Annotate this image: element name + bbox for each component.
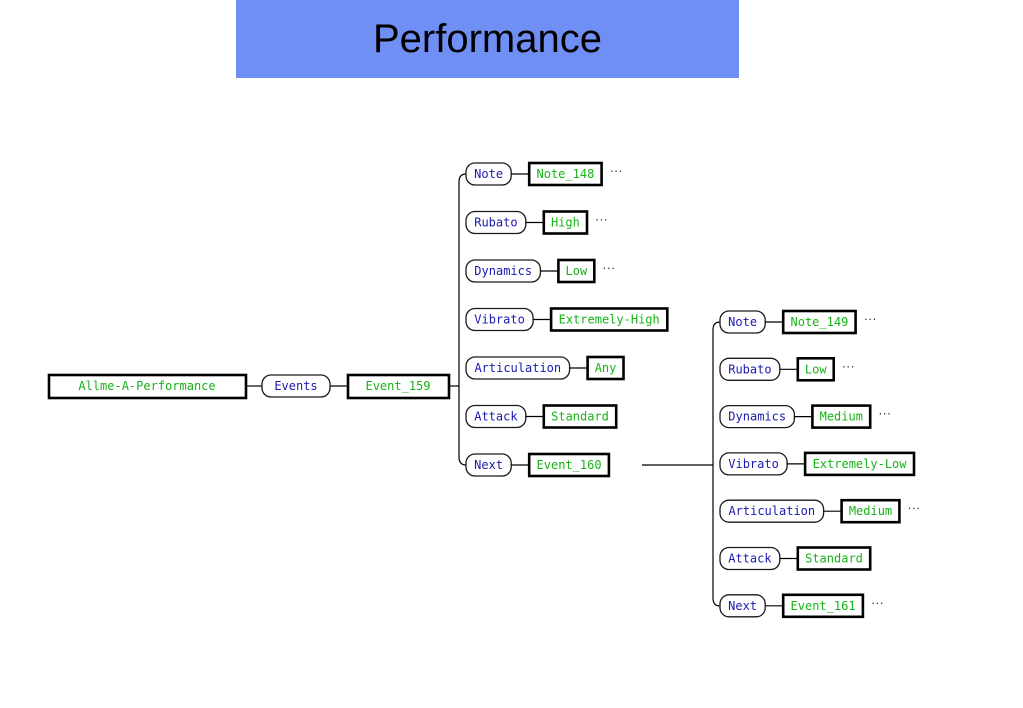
event-160-slot-label: Rubato (728, 362, 771, 376)
event-160-value-label: Extremely-Low (813, 457, 908, 471)
event-160-value-low[interactable] (796, 356, 835, 382)
event-159-value-label: High (551, 216, 580, 230)
event-159-value-any[interactable] (586, 355, 625, 381)
event-159-value-label: Note_148 (537, 167, 595, 181)
root-node[interactable] (47, 373, 248, 400)
event-159-more-indicator[interactable]: ··· (602, 260, 615, 275)
event-159-slot-label: Note (474, 167, 503, 181)
event-160-value-medium[interactable] (840, 498, 901, 524)
event-159-value-standard[interactable] (542, 404, 618, 429)
event-159-value-label: Any (595, 361, 617, 375)
event-159-value-note-148[interactable] (527, 161, 603, 187)
events-slot-label: Events (274, 379, 317, 393)
event-160-more-indicator[interactable]: ··· (907, 500, 920, 515)
event-160-value-standard[interactable] (796, 546, 872, 571)
event-160-value-label: Medium (820, 410, 863, 424)
event-159-label: Event_159 (365, 379, 430, 393)
event-160-slot-label: Articulation (728, 504, 815, 518)
event-159-slot-label: Vibrato (474, 313, 525, 327)
event-160-value-medium[interactable] (811, 404, 872, 429)
event-160-slot-label: Note (728, 315, 757, 329)
event-159-more-indicator[interactable]: ··· (595, 212, 608, 227)
event-159-value-event-160[interactable] (527, 452, 611, 478)
event-160-value-note-149[interactable] (781, 309, 857, 335)
event-159-value-label: Event_160 (537, 458, 602, 472)
event-159-slots-group: Note Note_148 ··· Rubato High ··· Dynamics Low ·… (465, 161, 669, 478)
event-159-node[interactable] (346, 373, 451, 400)
bracket-event160 (712, 321, 721, 607)
event-160-slot-label: Vibrato (728, 457, 779, 471)
event-160-value-extremely-low[interactable] (803, 451, 916, 477)
event-160-value-label: Standard (805, 552, 863, 566)
title-banner: Performance (236, 0, 739, 78)
event-159-value-label: Standard (551, 410, 609, 424)
event-159-slot-label: Dynamics (474, 264, 532, 278)
event-159-value-low[interactable] (557, 258, 596, 284)
event-159-slot-label: Next (474, 458, 503, 472)
event-159-slot-label: Articulation (474, 361, 561, 375)
page-title: Performance (373, 16, 602, 61)
event-160-more-indicator[interactable]: ··· (871, 595, 884, 610)
event-160-value-label: Event_161 (791, 599, 856, 613)
event-159-value-label: Low (566, 264, 588, 278)
event-160-value-label: Medium (849, 504, 892, 518)
event-160-more-indicator[interactable]: ··· (842, 358, 855, 373)
event-160-slot-label: Dynamics (728, 410, 786, 424)
bracket-event159 (458, 173, 467, 466)
event-159-value-high[interactable] (542, 210, 589, 235)
event-159-value-label: Extremely-High (559, 313, 660, 327)
event-160-more-indicator[interactable]: ··· (864, 311, 877, 326)
root-node-label: Allme-A-Performance (78, 379, 215, 393)
event-160-more-indicator[interactable]: ··· (878, 406, 891, 421)
event-160-slot-label: Attack (728, 552, 772, 566)
event-160-slot-label: Next (728, 599, 757, 613)
event-159-slot-label: Rubato (474, 216, 517, 230)
event-159-value-extremely-high[interactable] (549, 307, 669, 332)
events-slot[interactable] (261, 374, 331, 398)
event-160-value-label: Note_149 (791, 315, 849, 329)
event-160-value-event-161[interactable] (781, 593, 865, 619)
event-160-value-label: Low (805, 362, 827, 376)
event-159-slot-label: Attack (474, 410, 518, 424)
event-159-more-indicator[interactable]: ··· (610, 163, 623, 178)
